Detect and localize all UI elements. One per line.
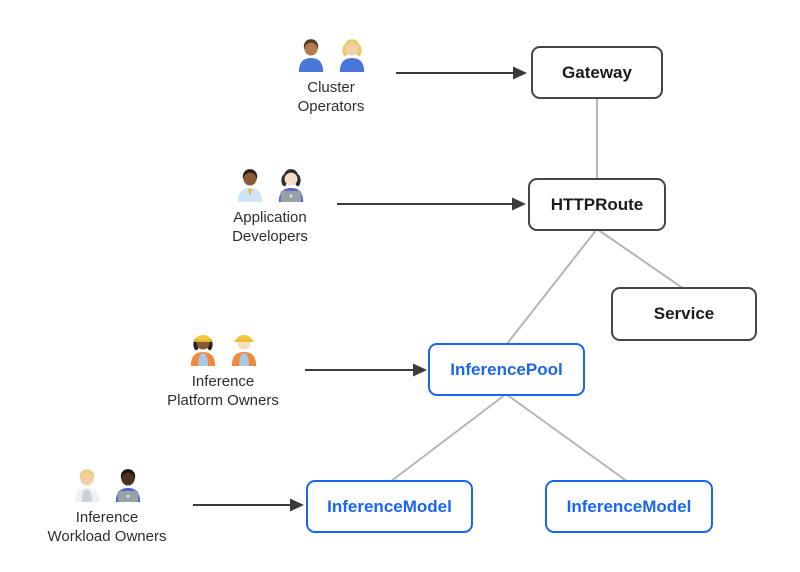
- node-httproute: HTTPRoute: [528, 178, 666, 231]
- line-httproute-inferencepool: [505, 228, 598, 346]
- persona-label-line2: Developers: [232, 228, 308, 245]
- inference-workload-owners-icons: [32, 466, 182, 504]
- persona-application-developers: Application Developers: [195, 166, 345, 246]
- persona-label-line2: Workload Owners: [47, 528, 167, 545]
- node-service: Service: [611, 287, 757, 341]
- persona-label-line2: Operators: [297, 98, 365, 115]
- man-office-worker-icon: [232, 166, 268, 202]
- persona-label-line1: Inference: [191, 373, 255, 390]
- persona-cluster-operators: Cluster Operators: [256, 36, 406, 116]
- line-httproute-service: [596, 228, 685, 290]
- line-inferencepool-model-left: [389, 393, 507, 483]
- persona-label-application-developers: Application Developers: [195, 208, 345, 246]
- health-worker-icon: [69, 466, 105, 502]
- persona-inference-platform-owners: Inference Platform Owners: [148, 330, 298, 410]
- node-inferencemodel-left: InferenceModel: [306, 480, 473, 533]
- man-construction-worker-icon: [226, 330, 262, 366]
- woman-construction-worker-icon: [185, 330, 221, 366]
- node-inferencepool: InferencePool: [428, 343, 585, 396]
- persona-label-cluster-operators: Cluster Operators: [256, 78, 406, 116]
- cluster-operators-icons: [256, 36, 406, 74]
- persona-label-inference-workload-owners: Inference Workload Owners: [32, 508, 182, 546]
- application-developers-icons: [195, 166, 345, 204]
- woman-mechanic-icon: [334, 36, 370, 72]
- woman-technologist-icon: [273, 166, 309, 202]
- persona-inference-workload-owners: Inference Workload Owners: [32, 466, 182, 546]
- persona-label-line1: Inference: [75, 509, 139, 526]
- inference-platform-owners-icons: [148, 330, 298, 368]
- persona-label-line1: Cluster: [307, 79, 355, 96]
- persona-label-line2: Platform Owners: [167, 392, 279, 409]
- man-technologist-icon: [110, 466, 146, 502]
- man-mechanic-icon: [293, 36, 329, 72]
- node-gateway: Gateway: [531, 46, 663, 99]
- persona-label-inference-platform-owners: Inference Platform Owners: [148, 372, 298, 410]
- line-inferencepool-model-right: [505, 393, 629, 483]
- persona-label-line1: Application: [233, 209, 307, 226]
- node-inferencemodel-right: InferenceModel: [545, 480, 713, 533]
